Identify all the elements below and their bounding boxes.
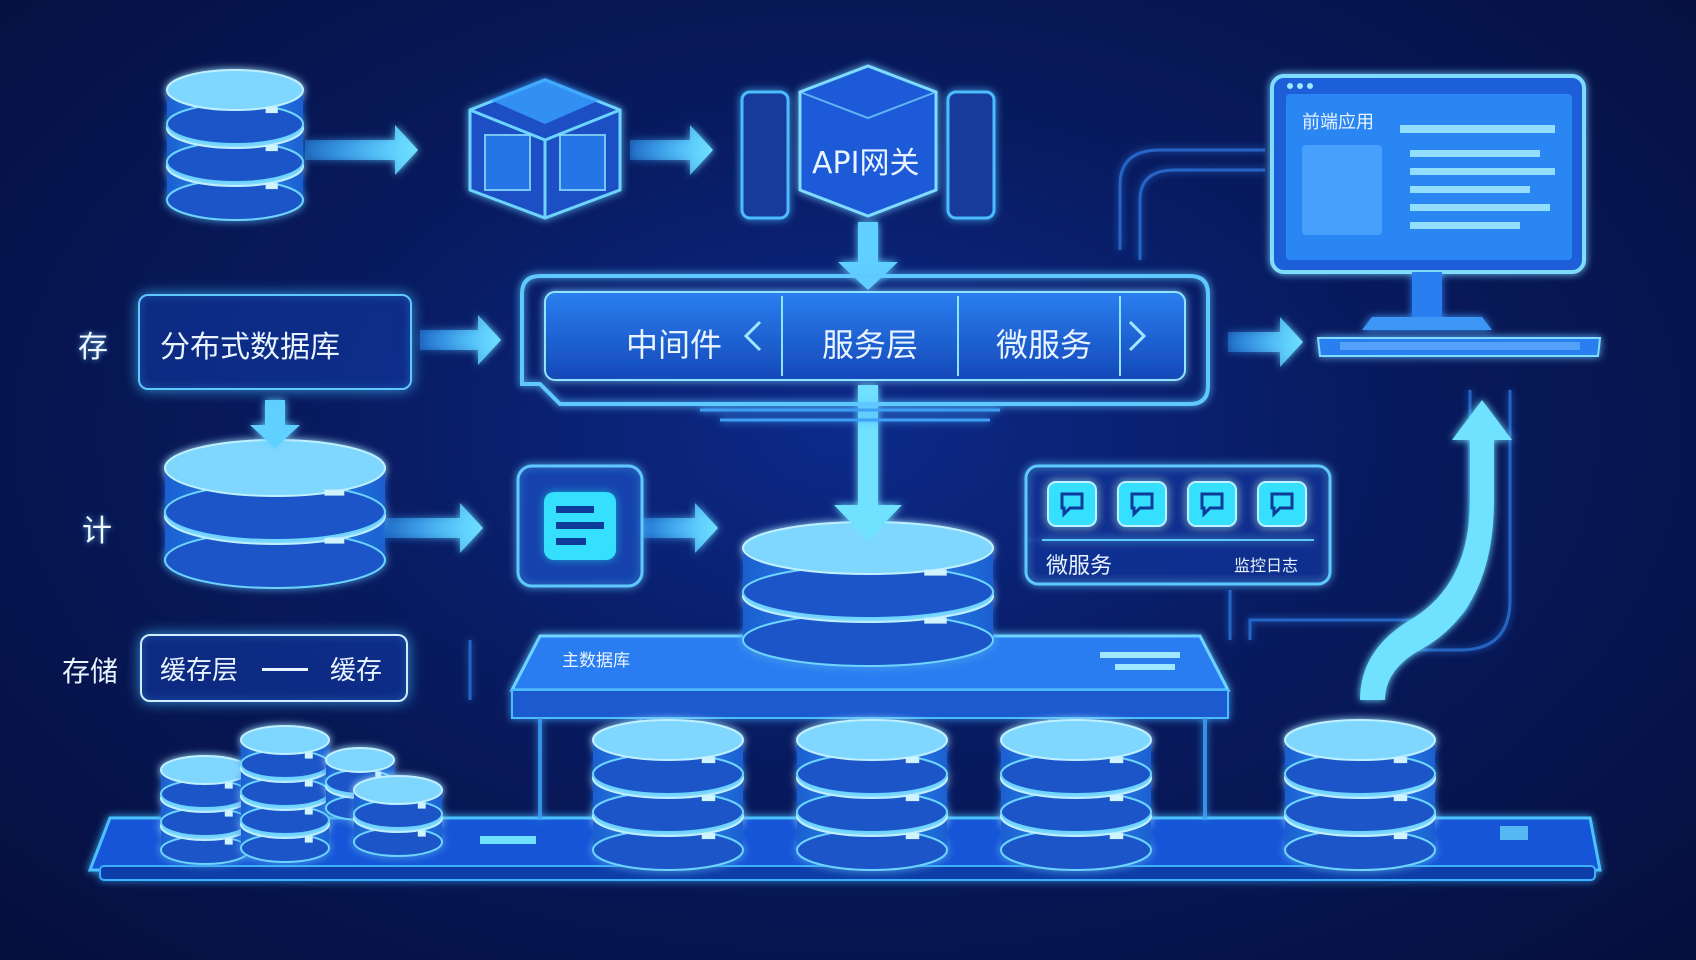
small-db-2 xyxy=(240,725,330,863)
top-left-db-stack xyxy=(166,69,304,221)
small-db-1 xyxy=(160,755,250,865)
microservice-panel-label: 微服务 xyxy=(1046,554,1113,579)
frontend-monitor xyxy=(1270,74,1602,357)
api-gateway-node xyxy=(740,64,996,220)
api-gateway-label: API网关 xyxy=(812,146,920,181)
cache-layer-label: 缓存层 xyxy=(160,656,239,686)
cache-connector xyxy=(262,668,308,671)
message-icon xyxy=(1117,481,1167,527)
flow-arrows xyxy=(250,125,1512,700)
main-db-label: 主数据库 xyxy=(562,651,630,671)
mid-left-db-stack xyxy=(164,439,386,589)
bottom-db-1 xyxy=(592,719,744,871)
bottom-db-4 xyxy=(1284,719,1436,871)
bottom-db-3 xyxy=(1000,719,1152,871)
bottom-db-2 xyxy=(796,719,948,871)
database-cylinders xyxy=(160,69,1436,871)
service-layer-label: 服务层 xyxy=(822,326,919,364)
distributed-db-box xyxy=(138,294,412,390)
side-label-top: 存 xyxy=(78,330,108,365)
message-icon xyxy=(1187,481,1237,527)
compute-cube-icon xyxy=(468,78,622,220)
microservice-top-label: 微服务 xyxy=(996,326,1093,364)
distributed-db-label: 分布式数据库 xyxy=(160,330,340,365)
middleware-label: 中间件 xyxy=(626,326,723,364)
side-label-mid: 计 xyxy=(82,514,112,549)
storage-label: 存储 xyxy=(62,655,119,688)
cache-card-icon xyxy=(516,464,644,588)
microservice-panel xyxy=(1024,464,1332,586)
message-icon xyxy=(1047,481,1097,527)
middleware-frame xyxy=(520,274,1210,422)
cache-tag-label: 缓存 xyxy=(330,656,383,686)
small-db-4 xyxy=(353,775,443,857)
panel-right-label: 监控日志 xyxy=(1234,556,1299,575)
message-icon xyxy=(1257,481,1307,527)
main-db-stack xyxy=(742,521,994,667)
frontend-label: 前端应用 xyxy=(1302,112,1374,133)
